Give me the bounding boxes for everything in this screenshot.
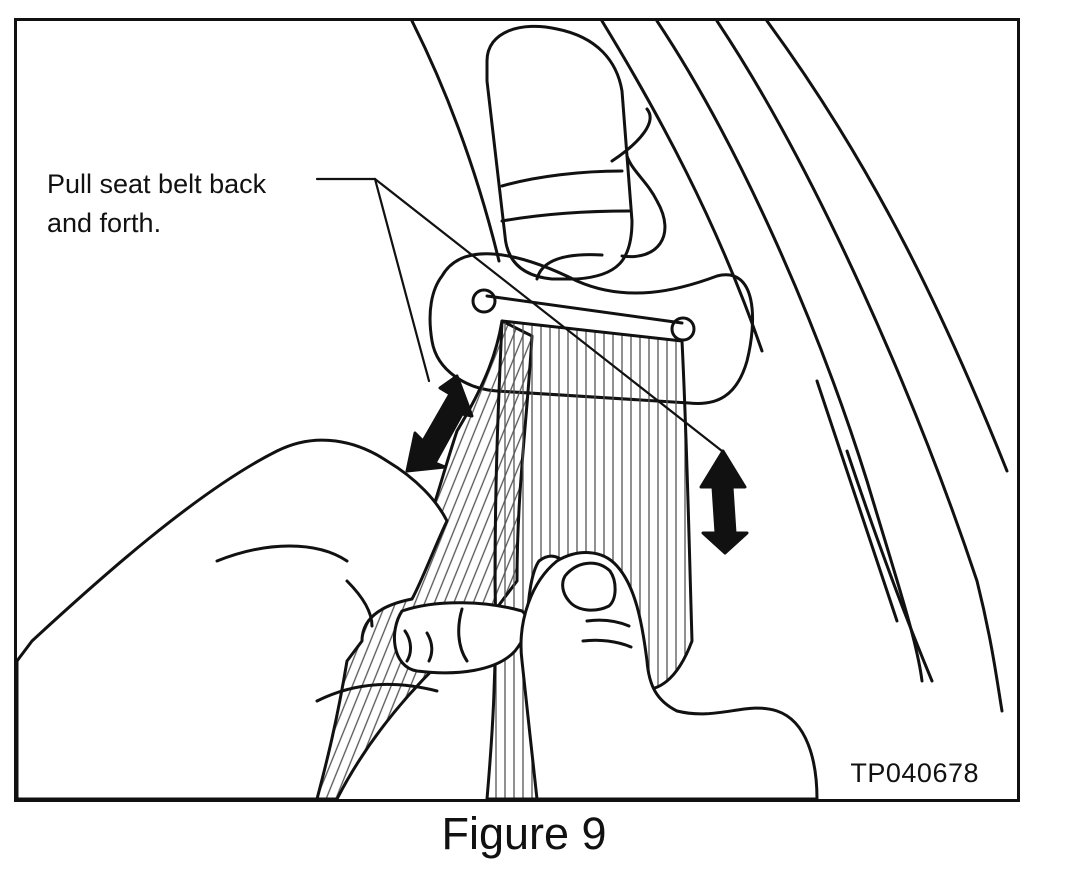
belt-guide-upper [485,24,667,281]
left-hand [17,438,529,799]
double-headed-arrow-icon [699,449,749,555]
seat-belt-illustration [17,21,1009,799]
reference-code: TP040678 [850,758,979,788]
pillar-trim [410,21,1009,713]
right-hand [519,551,819,799]
figure-frame: Pull seat belt back and forth. TP040678 [14,18,1020,802]
callout-label: Pull seat belt back and forth. [47,165,347,243]
figure-caption: Figure 9 [441,808,607,859]
callout-line-1: Pull seat belt back [47,169,267,199]
callout-leader-lines [315,177,724,453]
callout-line-2: and forth. [47,208,162,238]
double-headed-arrow-icon [405,374,474,473]
belt-guide-ring [428,252,755,405]
